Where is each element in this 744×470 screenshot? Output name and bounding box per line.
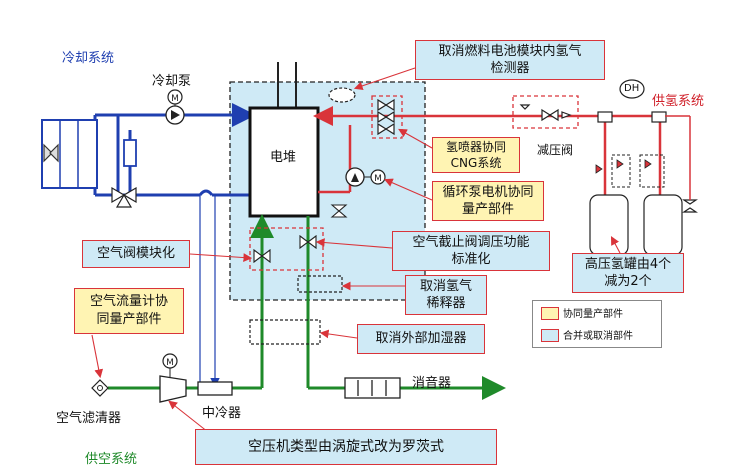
- recirculation-pump-icon: M: [345, 167, 386, 187]
- svg-text:M: M: [374, 174, 382, 184]
- hydrogen-detector: [328, 87, 356, 103]
- air-system-title: 供空系统: [85, 452, 138, 467]
- callout-compressor: 空压机类型由涡旋式改为罗茨式: [195, 429, 497, 465]
- callout-remove-h2-detector: 取消燃料电池模块内氢气 检测器: [415, 40, 605, 80]
- callout-remove-diluter: 取消氢气 稀释器: [405, 275, 487, 315]
- pressure-reducing-valve-icon: [519, 104, 572, 122]
- callout-flowmeter: 空气流量计协 同量产部件: [74, 288, 184, 334]
- air-filter-label: 空气滤清器: [56, 411, 122, 426]
- injector-valves-icon: [377, 98, 395, 136]
- pressure-reducing-valve-label: 减压阀: [537, 143, 574, 157]
- callout-lines: [91, 67, 621, 433]
- cooling-system-title: 冷却系统: [62, 51, 115, 66]
- legend-shared-label: 协同量产部件: [563, 309, 623, 320]
- callout-injector-cng: 氢喷器协同 CNG系统: [432, 137, 520, 173]
- legend-swatch-shared: [541, 307, 559, 320]
- fan-icon: [43, 143, 59, 163]
- legend-swatch-merged: [541, 329, 559, 342]
- callout-shutoff-valve: 空气截止阀调压功能 标准化: [392, 231, 550, 271]
- thermostat-valve-icon: [111, 186, 137, 208]
- svg-text:M: M: [171, 94, 179, 104]
- purge-valve-icon: [330, 204, 348, 218]
- stack-label: 电堆: [270, 150, 297, 165]
- intercooler-label: 中冷器: [202, 406, 242, 421]
- legend-merged-label: 合并或取消部件: [563, 331, 633, 342]
- cooling-pump-icon: M: [165, 89, 185, 125]
- muffler-icon: [344, 377, 401, 399]
- dh-tag: [619, 79, 645, 99]
- intercooler-block: [197, 381, 233, 396]
- callout-air-valve-module: 空气阀模块化: [82, 240, 190, 268]
- callout-recirc-pump: 循环泵电机协同 量产部件: [432, 181, 544, 221]
- muffler-label: 消音器: [412, 376, 452, 391]
- air-filter-icon: [91, 379, 109, 397]
- hydrogen-system-title: 供氢系统: [652, 94, 705, 109]
- air-valve-module-frame: [249, 227, 324, 271]
- air-inlet-valve-icon: [253, 248, 271, 264]
- svg-text:M: M: [166, 358, 174, 368]
- pressure-reducing-box: [512, 95, 579, 129]
- tank-valve-frame-1: [611, 154, 631, 188]
- tank-valve-frame-2: [639, 154, 665, 188]
- air-circuit: [108, 214, 506, 400]
- heater-element: [123, 139, 137, 167]
- legend: 协同量产部件 合并或取消部件: [532, 300, 662, 348]
- dh-tag-label: DH: [624, 83, 640, 94]
- callout-tanks: 高压氢罐由4个 减为2个: [572, 253, 684, 293]
- cooling-circuit: [93, 103, 256, 197]
- injector-dashed-frame: [371, 95, 403, 139]
- radiator: [41, 119, 98, 189]
- cooling-pump-label: 冷却泵: [152, 74, 192, 89]
- callout-remove-humidifier: 取消外部加湿器: [357, 324, 485, 354]
- compressor-icon: M: [159, 353, 187, 403]
- stack-block: [248, 106, 320, 218]
